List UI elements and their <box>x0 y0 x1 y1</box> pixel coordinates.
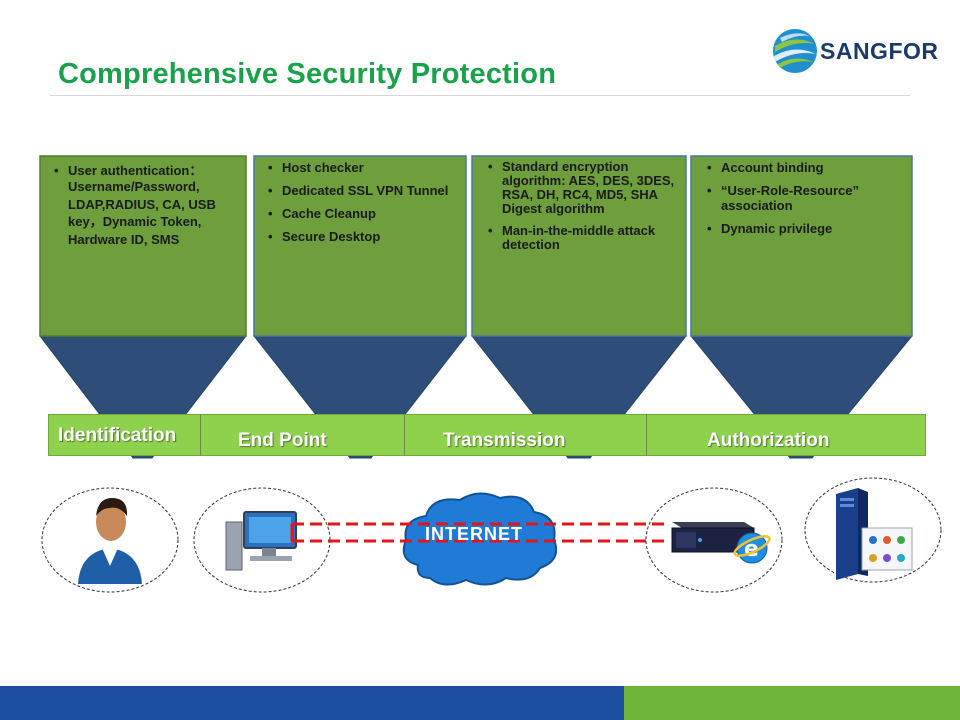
list-item-detail: Username/Password, LDAP,RADIUS, CA, USB … <box>68 179 216 247</box>
panel-identification-text: User authentication： Username/Password, … <box>52 163 237 248</box>
panel-end-point-text: Host checker Dedicated SSL VPN Tunnel Ca… <box>266 160 458 252</box>
list-item: Host checker <box>268 160 458 175</box>
list-item: Dynamic privilege <box>707 221 901 236</box>
internet-label: INTERNET <box>425 524 523 544</box>
stage-transmission: Transmission <box>443 430 566 451</box>
server-ellipse <box>804 477 942 583</box>
stage-end-point: End Point <box>238 430 327 451</box>
list-item: User authentication： <box>54 163 237 178</box>
panel-identification <box>39 155 247 337</box>
svg-text:e: e <box>744 537 759 562</box>
list-item: Secure Desktop <box>268 229 458 244</box>
stage-divider <box>200 414 201 456</box>
panel-authorization-text: Account binding “User-Role-Resource” ass… <box>705 160 901 244</box>
list-item: Cache Cleanup <box>268 206 458 221</box>
stage-divider <box>646 414 647 456</box>
user-icon <box>78 498 142 584</box>
vpn-tunnel-lines <box>290 522 668 543</box>
internet-cloud-icon <box>402 492 558 586</box>
page-title: Comprehensive Security Protection <box>58 58 557 90</box>
appliance-ellipse <box>645 487 783 593</box>
panel-transmission-text: Standard encryption algorithm: AES, DES,… <box>486 160 680 260</box>
title-divider <box>50 95 910 96</box>
stage-divider <box>404 414 405 456</box>
stage-identification-box <box>50 417 200 451</box>
computer-icon <box>225 511 297 571</box>
list-item: Man-in-the-middle attack detection <box>488 224 680 252</box>
stage-authorization: Authorization <box>707 430 830 451</box>
logo-wordmark: SANGFOR <box>820 38 939 64</box>
sangfor-logo-icon <box>773 29 817 73</box>
server-icon <box>836 488 913 580</box>
footer-bar-green <box>624 686 960 720</box>
browser-icon: e <box>733 532 771 564</box>
list-item: Dedicated SSL VPN Tunnel <box>268 183 458 198</box>
footer-bar-blue <box>0 686 624 720</box>
list-item: “User-Role-Resource” association <box>707 183 901 213</box>
stage-identification: Identification <box>58 425 177 446</box>
user-ellipse <box>41 487 179 593</box>
list-item: Account binding <box>707 160 901 175</box>
list-item: Standard encryption algorithm: AES, DES,… <box>488 160 680 216</box>
